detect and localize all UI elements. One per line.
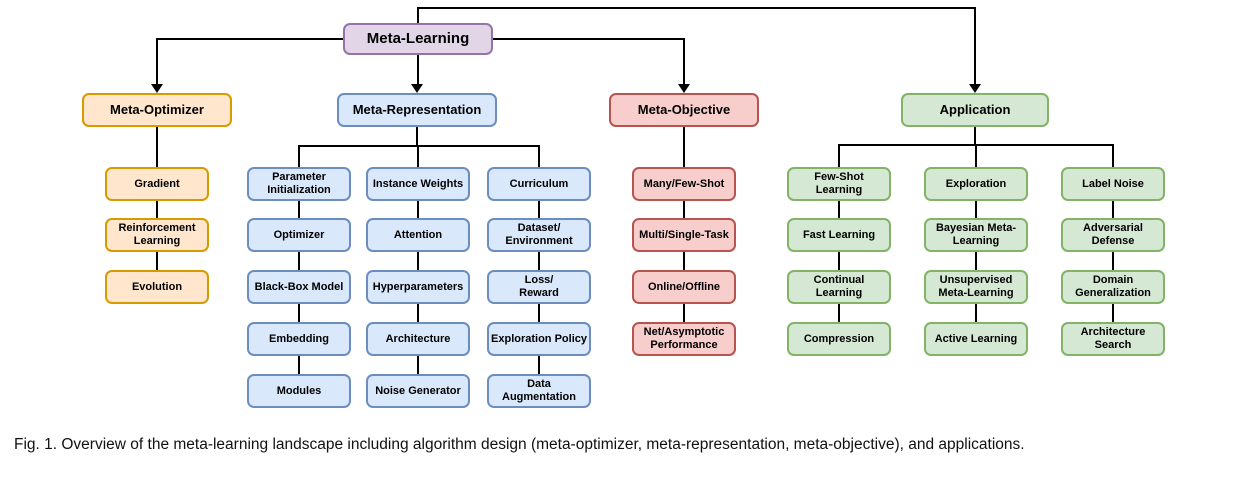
node-noise-generator: Noise Generator <box>366 374 470 408</box>
connector-line <box>538 145 540 392</box>
node-gradient: Gradient <box>105 167 209 201</box>
figure-caption: Fig. 1. Overview of the meta-learning la… <box>14 436 1025 453</box>
node-net-asymptotic-performance: Net/Asymptotic Performance <box>632 322 736 356</box>
node-data-augmentation: Data Augmentation <box>487 374 591 408</box>
node-adversarial-defense: Adversarial Defense <box>1061 218 1165 252</box>
node-meta-learning: Meta-Learning <box>343 23 493 55</box>
connector-line <box>417 7 419 24</box>
connector-line <box>156 38 158 85</box>
node-modules: Modules <box>247 374 351 408</box>
arrowhead <box>411 84 423 93</box>
node-meta-objective: Meta-Objective <box>609 93 759 127</box>
node-bayesian-meta-learning: Bayesian Meta-Learning <box>924 218 1028 252</box>
connector-line <box>156 38 344 40</box>
node-exploration: Exploration <box>924 167 1028 201</box>
node-compression: Compression <box>787 322 891 356</box>
node-instance-weights: Instance Weights <box>366 167 470 201</box>
node-online-offline: Online/Offline <box>632 270 736 304</box>
node-unsupervised-meta-learning: Unsupervised Meta-Learning <box>924 270 1028 304</box>
node-embedding: Embedding <box>247 322 351 356</box>
connector-line <box>683 38 685 85</box>
node-attention: Attention <box>366 218 470 252</box>
node-application: Application <box>901 93 1049 127</box>
connector-line <box>416 126 418 147</box>
node-evolution: Evolution <box>105 270 209 304</box>
arrowhead <box>678 84 690 93</box>
node-architecture-search: Architecture Search <box>1061 322 1165 356</box>
connector-line <box>417 54 419 85</box>
node-many-few-shot: Many/Few-Shot <box>632 167 736 201</box>
node-domain-generalization: Domain Generalization <box>1061 270 1165 304</box>
node-few-shot-learning: Few-Shot Learning <box>787 167 891 201</box>
connector-line <box>974 7 976 85</box>
node-curriculum: Curriculum <box>487 167 591 201</box>
node-active-learning: Active Learning <box>924 322 1028 356</box>
connector-line <box>492 38 685 40</box>
arrowhead <box>151 84 163 93</box>
node-architecture: Architecture <box>366 322 470 356</box>
node-fast-learning: Fast Learning <box>787 218 891 252</box>
arrowhead <box>969 84 981 93</box>
node-dataset-environment: Dataset/ Environment <box>487 218 591 252</box>
node-reinforcement-learning: Reinforcement Learning <box>105 218 209 252</box>
node-hyperparameters: Hyperparameters <box>366 270 470 304</box>
node-loss-reward: Loss/ Reward <box>487 270 591 304</box>
node-optimizer: Optimizer <box>247 218 351 252</box>
node-black-box-model: Black-Box Model <box>247 270 351 304</box>
node-exploration-policy: Exploration Policy <box>487 322 591 356</box>
node-label-noise: Label Noise <box>1061 167 1165 201</box>
connector-line <box>974 126 976 146</box>
connector-line <box>156 126 158 288</box>
connector-line <box>417 7 976 9</box>
node-multi-single-task: Multi/Single-Task <box>632 218 736 252</box>
node-meta-representation: Meta-Representation <box>337 93 497 127</box>
node-parameter-initialization: Parameter Initialization <box>247 167 351 201</box>
connector-line <box>417 145 419 392</box>
node-continual-learning: Continual Learning <box>787 270 891 304</box>
node-meta-optimizer: Meta-Optimizer <box>82 93 232 127</box>
connector-line <box>298 145 300 392</box>
connector-line <box>298 145 540 147</box>
